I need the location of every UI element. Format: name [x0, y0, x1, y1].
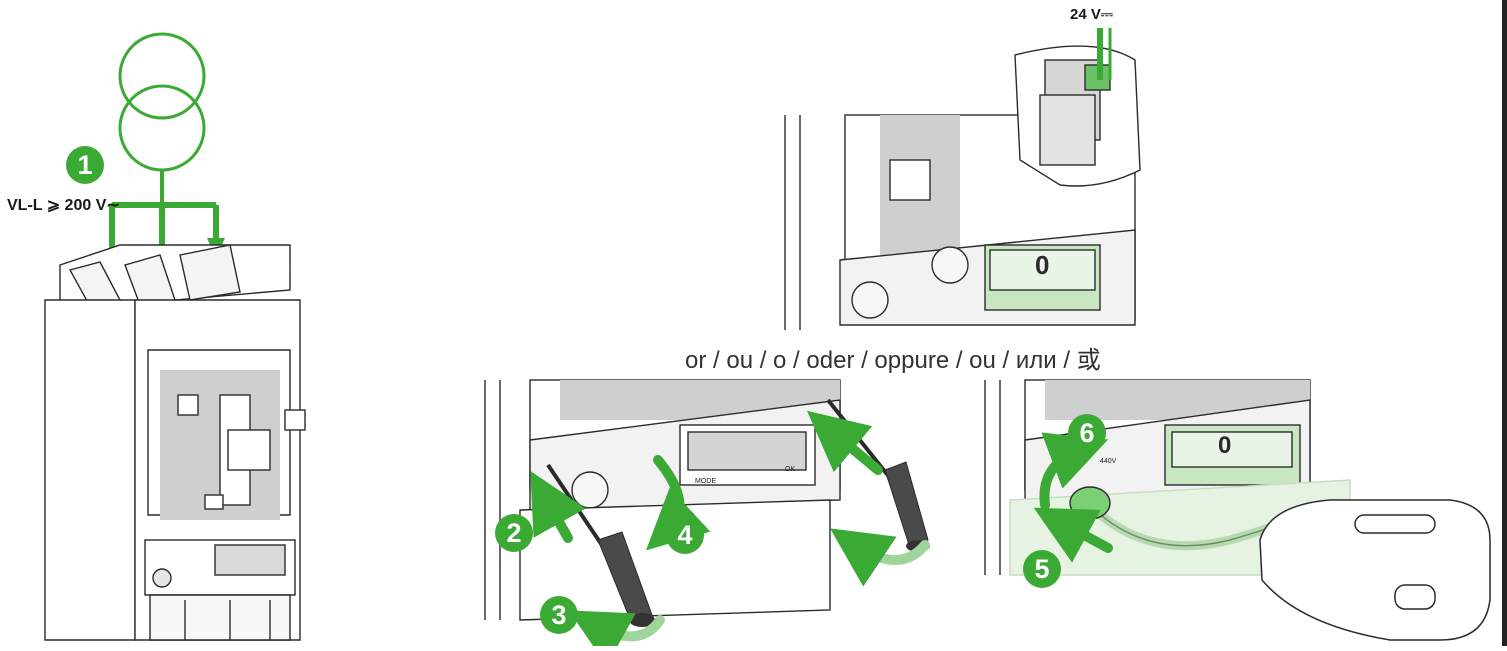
display-value-bottom: 0 [1218, 432, 1232, 459]
step-badge-2: 2 [495, 514, 533, 552]
step-badge-5: 5 [1023, 550, 1061, 588]
step-badge-6: 6 [1068, 414, 1106, 452]
step-badge-3: 3 [540, 596, 578, 634]
page-edge-rule [1502, 0, 1507, 646]
transformer-symbol [103, 32, 225, 272]
circuit-breaker-left [44, 244, 306, 641]
maintenance-module-device [1259, 499, 1491, 641]
ok-button-label: OK [785, 466, 796, 473]
ac-voltage-label: VL-L ⩾ 200 V∼ [7, 197, 120, 214]
screwdriver-right [826, 398, 930, 552]
power-supply-module [1014, 28, 1141, 187]
alternative-separator: or / ou / o / oder / oppure / ou / или /… [685, 347, 1101, 374]
breaker-bottom-middle [484, 379, 841, 621]
motion-arrows-right [1033, 432, 1113, 563]
mode-button-label: MODE [695, 478, 716, 485]
dc-voltage-label: 24 V⎓ [1070, 6, 1113, 23]
rating-label: 440V [1100, 458, 1117, 465]
step-badge-4: 4 [666, 516, 704, 554]
display-value-top: 0 [1035, 250, 1050, 280]
step-badge-1: 1 [66, 146, 104, 184]
